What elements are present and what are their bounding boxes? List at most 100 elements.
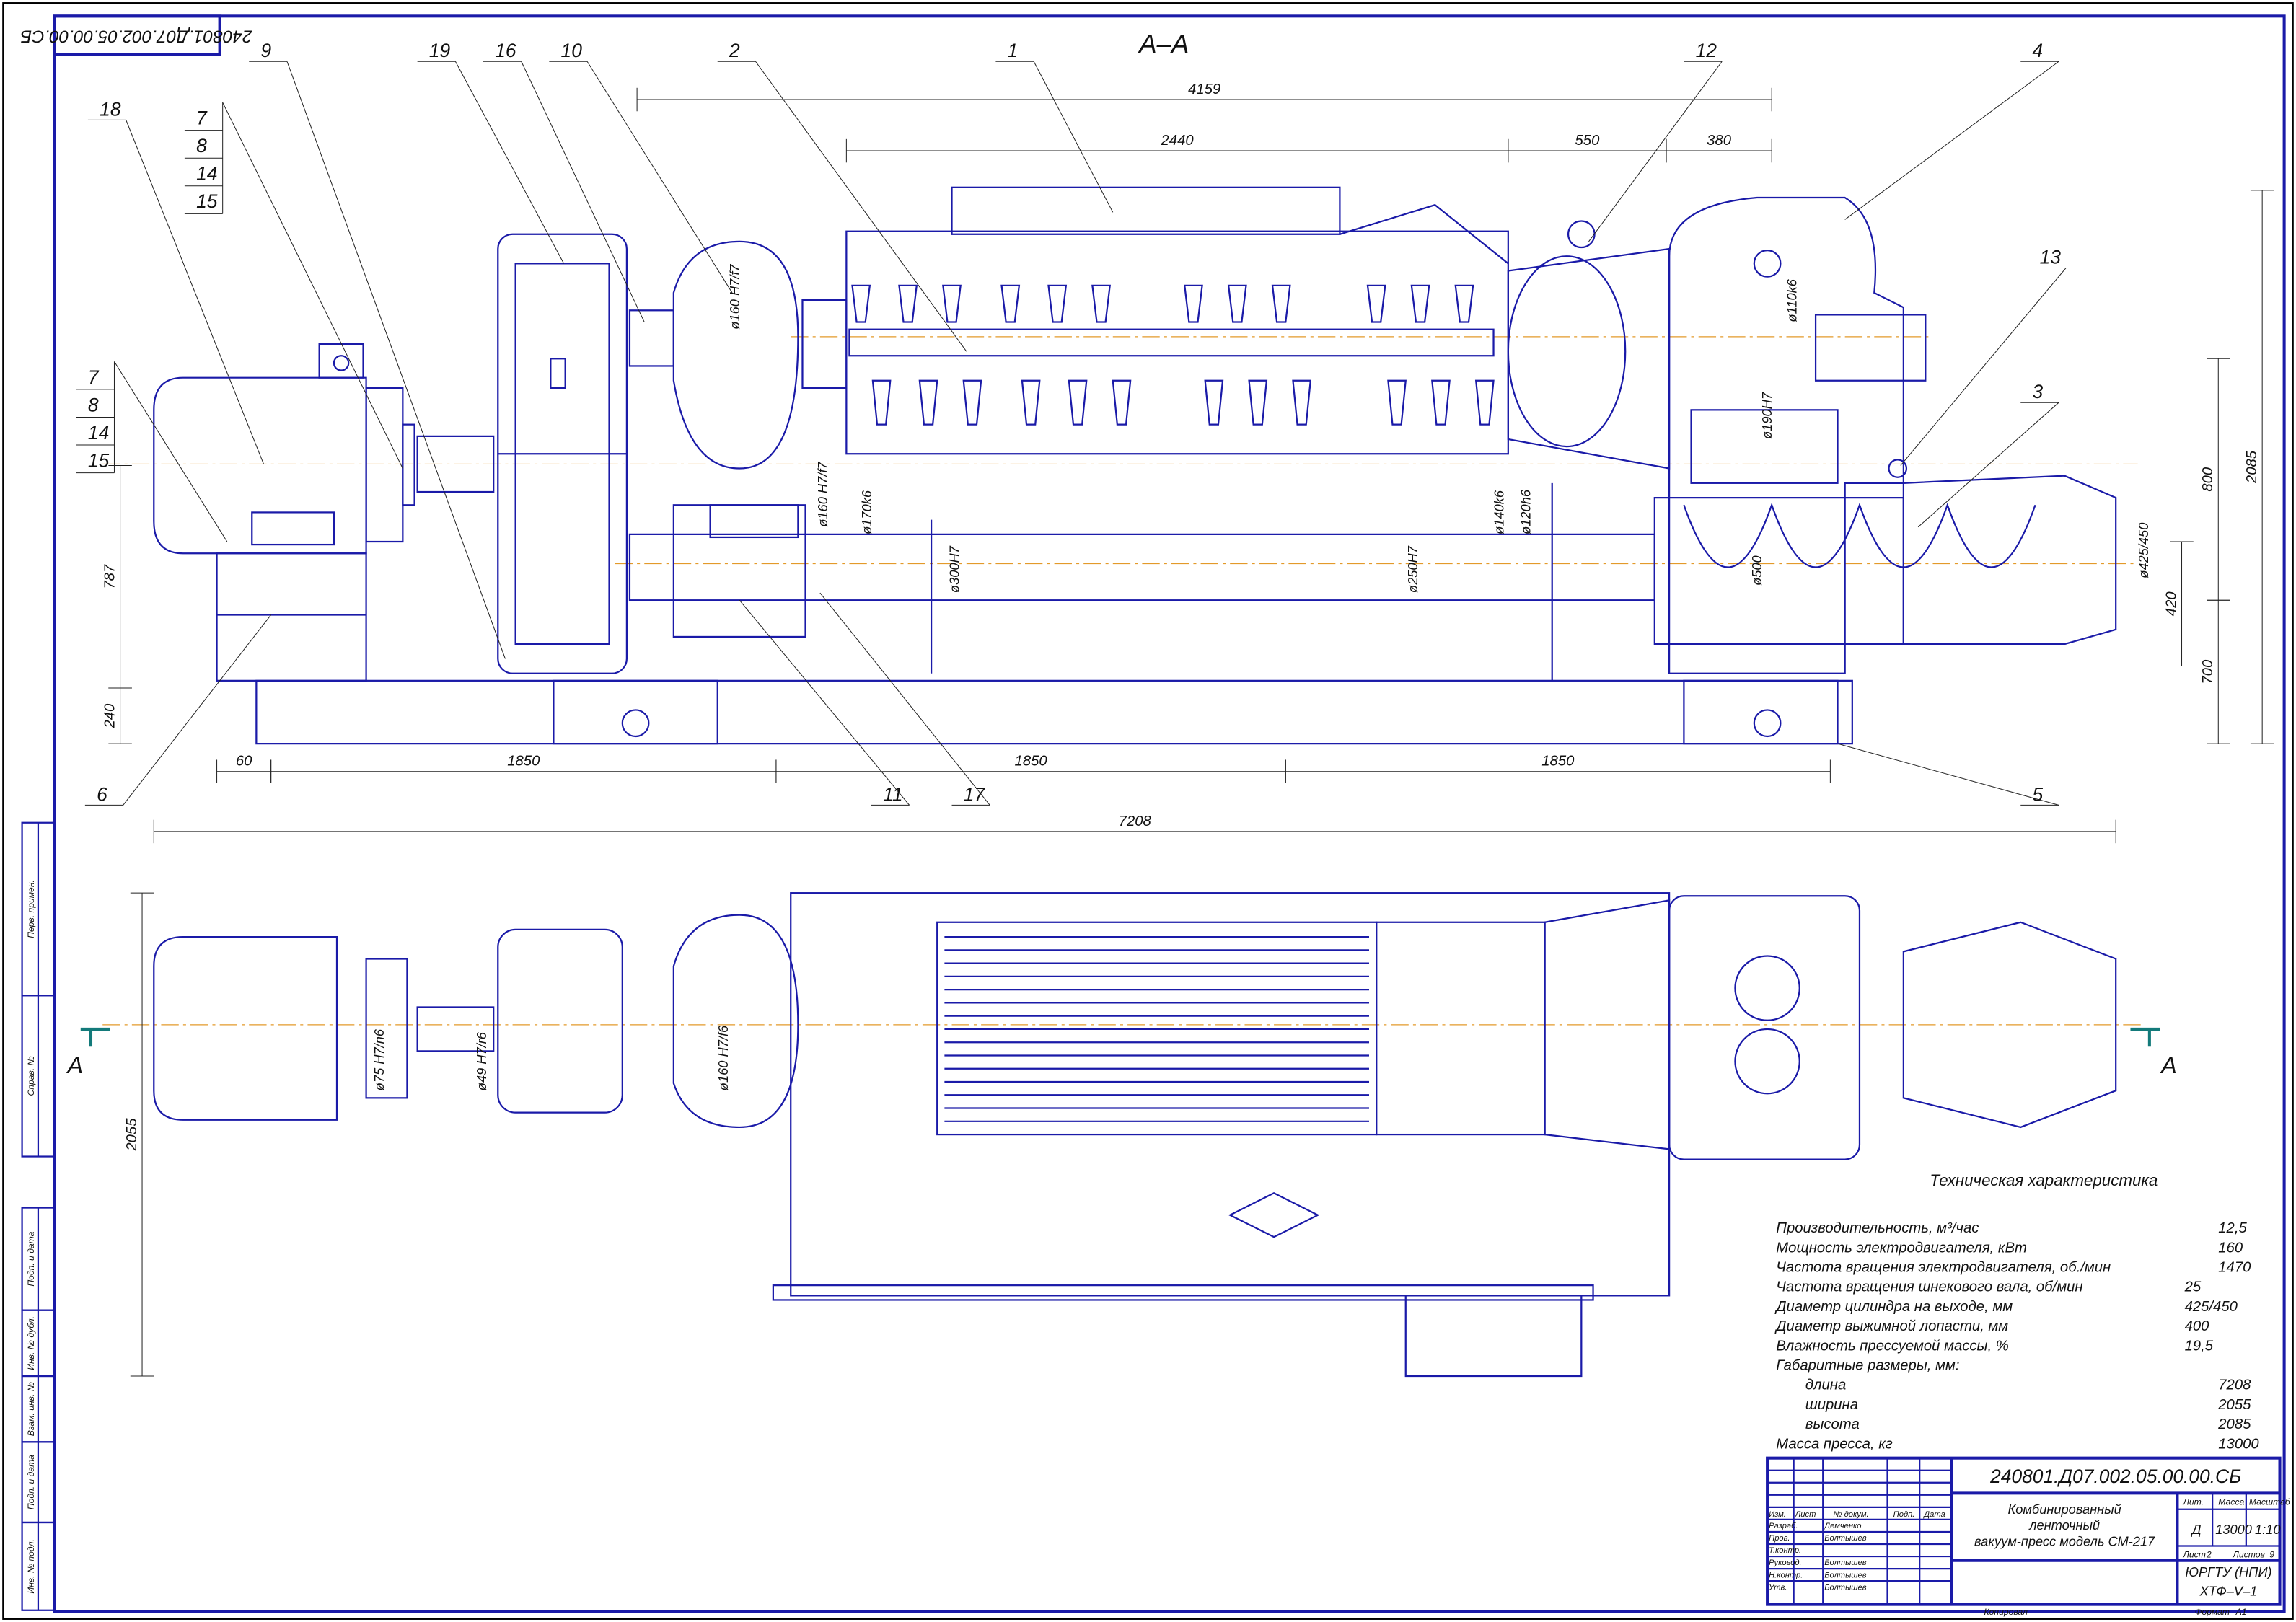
lit-value: Д [2191,1522,2202,1537]
mixer-trough [845,186,1509,455]
dimension-value: 2440 [1161,133,1195,149]
position-number: 16 [495,40,516,61]
tech-row-value: 400 [2185,1318,2210,1334]
diameter-label: ø250H7 [1405,545,1420,593]
leader-line [286,61,506,659]
diameter-label: ø300H7 [947,545,962,593]
drawing-name: Комбинированный [2008,1502,2121,1517]
dimension-value: 787 [102,564,118,589]
role-label: Т.контр. [1769,1546,1801,1555]
diameter-label: ø120h6 [1518,489,1533,534]
mass-value: 13000 [2215,1522,2252,1537]
group-code: ХТФ–V–1 [2199,1583,2258,1598]
dimension-value: 2085 [2244,450,2260,484]
tech-row-label: Габаритные размеры, мм: [1776,1357,1959,1373]
title-block-header: Дата [1922,1510,1945,1519]
tech-row-label: длина [1805,1378,1846,1393]
mixer-paddle [1431,379,1451,426]
plan-pulley [672,914,799,1129]
position-number: 19 [429,40,451,61]
mixer-paddle [942,284,962,323]
position-number: 10 [561,40,583,61]
leader-line [114,361,228,542]
mixer-paddle [1021,379,1041,426]
dimension-value: 1850 [1541,754,1575,770]
drawing-designation: 240801.Д07.002.05.00.00.СБ [1989,1465,2241,1487]
role-label: Утв. [1768,1583,1787,1592]
tech-row-label: Влажность прессуемой массы, % [1776,1338,2009,1354]
tech-row-label: ширина [1805,1397,1858,1413]
diameter-label: ø500 [1749,555,1764,586]
diameter-label: ø140k6 [1492,490,1507,534]
mixer-paddle [1047,284,1068,323]
mixer-paddle [1068,379,1088,426]
tech-characteristics: Техническая характеристика Производитель… [1774,1171,2259,1452]
mixer-paddle [1410,284,1430,323]
tech-row-label: Диаметр выжимной лопасти, мм [1774,1318,2008,1334]
dimension-value: 380 [1707,133,1732,149]
margin-stamp-label: Перв. примен. [26,880,36,938]
leader-line [1844,61,2059,220]
tech-row-value: 25 [2184,1279,2202,1295]
lit-label: Лит. [2183,1497,2204,1507]
position-number: 18 [100,98,121,120]
tech-row-label: высота [1805,1416,1860,1432]
tech-row-value: 12,5 [2218,1220,2247,1236]
mixer-paddle [1271,284,1291,323]
diameter-label: ø425/450 [2136,523,2151,578]
leader-line [126,120,264,464]
gearbox [497,233,628,674]
mixer-paddle [1091,284,1111,323]
plan-vacuum-chamber [1668,895,1861,1160]
sheet-label: Лист [2183,1550,2206,1560]
position-number: 11 [883,783,902,805]
tech-row-value: 160 [2218,1240,2243,1256]
leader-line [1033,61,1114,213]
mixer-paddle [1227,284,1247,323]
electric-motor [153,343,415,682]
margin-stamp-label: Справ. № [26,1056,36,1096]
mixer-paddle [898,284,918,323]
mixer-paddle [1474,379,1495,426]
dimension-value: 1850 [507,754,540,770]
dimension-value: 2055 [124,1118,140,1152]
position-number: 1 [1008,40,1019,61]
dimension-value: 800 [2200,467,2216,492]
dimension-value: 4159 [1188,81,1220,97]
rotated-stamp-text: 240801.Д07.002.05.00.00.СБ [20,26,252,45]
tech-row-label: Производительность, м³/час [1776,1220,1979,1236]
title-block-header: Подп. [1893,1510,1915,1519]
mixer-paddle [1000,284,1021,323]
margin-stamp-label: Инв. № подл. [26,1539,36,1593]
leader-line [1917,402,2059,528]
position-number: 6 [97,783,107,805]
coupling [416,435,495,493]
mixer-paddle [1387,379,1407,426]
role-label: Н.контр. [1769,1571,1803,1579]
base-frame [255,482,1853,745]
position-number: 7 [196,107,208,129]
role-name: Болтышев [1824,1534,1866,1543]
leader-line [819,592,990,806]
mixer-paddle [1112,379,1132,426]
leader-line [586,61,733,294]
section-view [102,186,2138,745]
position-number: 7 [88,366,100,388]
mixer-paddle [1248,379,1268,426]
vacuum-chamber [1668,196,1927,674]
diameter-label: ø160 H7/f7 [727,264,742,330]
position-number: 12 [1696,40,1717,61]
tech-row-value: 1470 [2218,1259,2251,1275]
tech-title: Техническая характеристика [1930,1171,2158,1189]
scale-label: Масштаб [2249,1497,2291,1507]
diameter-label: ø160 H7/f7 [815,462,830,527]
plan-motor [153,935,338,1121]
leader-line [755,61,967,352]
diameter-label: ø160 H7/f6 [716,1025,731,1090]
mixer-paddle [918,379,938,426]
leader-line [1588,61,1723,242]
diameter-label: ø49 H7/r6 [474,1031,489,1090]
mixer-paddle [871,379,892,426]
